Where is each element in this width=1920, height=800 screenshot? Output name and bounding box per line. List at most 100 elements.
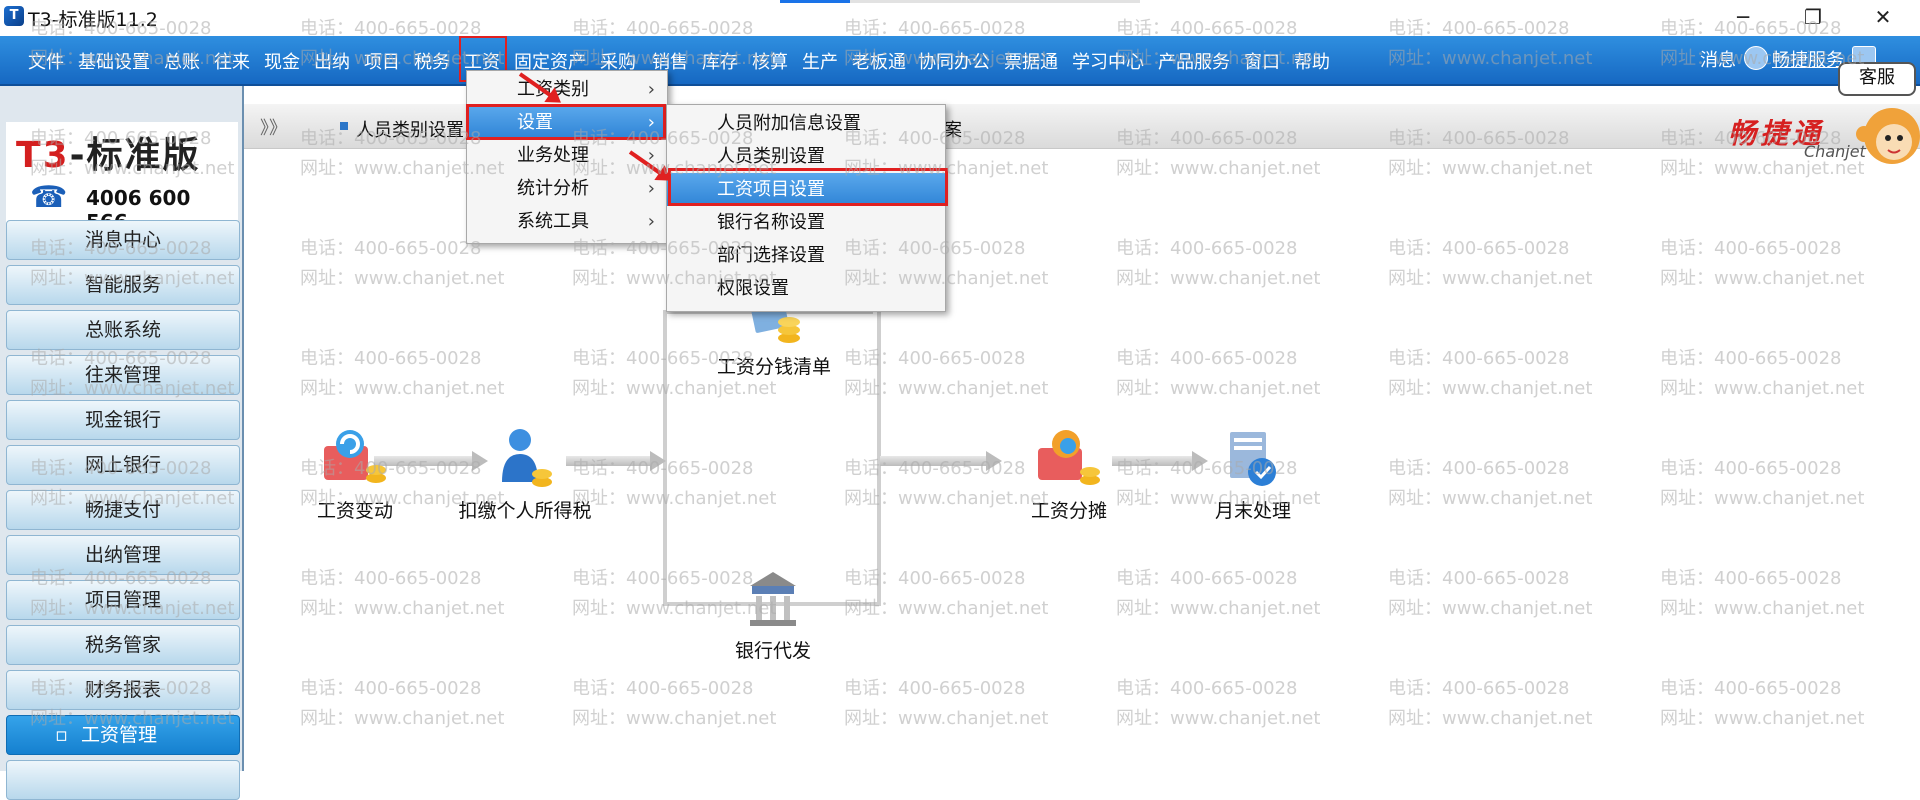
menu-production[interactable]: 生产 [802,52,838,73]
nav-project[interactable]: 项目管理 [6,580,240,620]
menu-item-department-select[interactable]: 部门选择设置 [717,245,825,266]
customer-service-button[interactable]: 客服 [1838,62,1916,96]
menu-sales[interactable]: 销售 [652,52,688,73]
tab-archive[interactable]: 案 [944,120,962,141]
menu-cash[interactable]: 现金 [264,52,300,73]
logo-brand: T3 [16,135,70,176]
menu-item-personnel-category[interactable]: 人员类别设置 [717,146,825,167]
chevron-right-icon: › [647,112,655,133]
brand-logo: 畅捷通 [1728,117,1825,150]
menu-item-salary-item-settings[interactable]: 工资项目设置 [667,173,945,206]
tax-withholding-icon [490,426,560,492]
nav-chanjet-pay[interactable]: 畅捷支付 [6,490,240,530]
nav-salary-label: 工资管理 [81,724,158,746]
menu-help[interactable]: 帮助 [1294,52,1330,73]
flow-label: 扣缴个人所得税 [458,500,592,522]
minimize-button[interactable]: ─ [1736,5,1750,29]
flow-arrow [880,451,1002,471]
nav-online-bank[interactable]: 网上银行 [6,445,240,485]
chevron-right-icon: › [647,178,655,199]
menu-item-statistics[interactable]: 统计分析› [467,172,667,205]
flow-label: 工资分钱清单 [716,356,831,378]
menu-project[interactable]: 项目 [364,52,400,73]
title-accent-gray [850,0,1140,3]
menu-invoice[interactable]: 票据通 [1004,52,1058,73]
nav-smart-service[interactable]: 智能服务 [6,265,240,305]
menu-item-salary-category[interactable]: 工资类别› [467,73,667,106]
menu-item-business[interactable]: 业务处理› [467,139,667,172]
menu-collaboration[interactable]: 协同办公 [918,52,990,73]
menu-fixed-assets[interactable]: 固定资产 [514,52,586,73]
menu-tax[interactable]: 税务 [414,52,450,73]
flow-node-tax-withholding[interactable]: 扣缴个人所得税 [440,426,610,523]
chevron-right-icon: › [647,145,655,166]
menu-item-permissions[interactable]: 权限设置 [717,278,789,299]
flow-arrow [1112,451,1208,471]
menu-receivables[interactable]: 往来 [214,52,250,73]
salary-allocation-icon [1034,426,1104,492]
menu-cashier[interactable]: 出纳 [314,52,350,73]
logo-edition: -标准版 [69,135,201,176]
settings-submenu: 人员附加信息设置 人员类别设置 工资项目设置 银行名称设置 部门选择设置 权限设… [666,104,946,312]
flow-node-bank-payroll[interactable]: 银行代发 [718,566,828,663]
nav-cashier[interactable]: 出纳管理 [6,535,240,575]
service-link[interactable]: 畅捷服务 [1772,50,1844,71]
flow-node-month-end[interactable]: 月末处理 [1198,426,1308,523]
product-logo: T3-标准版 ☎ 4006 600 566 [6,122,238,234]
menu-bar: 文件 基础设置 总账 往来 现金 出纳 项目 税务 工资 固定资产 采购 销售 … [0,36,1920,86]
menu-inventory[interactable]: 库存 [702,52,738,73]
close-button[interactable]: ✕ [1874,5,1892,29]
nav-reports[interactable]: 财务报表 [6,670,240,710]
flow-label: 银行代发 [734,640,811,662]
expand-icon[interactable]: 》》 [260,118,287,139]
menu-file[interactable]: 文件 [28,52,64,73]
bullet-icon [340,122,348,130]
nav-tax[interactable]: 税务管家 [6,625,240,665]
collapse-icon: ▫ [55,724,68,746]
phone-icon: ☎ [30,180,68,215]
bank-icon [738,566,808,632]
menu-purchase[interactable]: 采购 [600,52,636,73]
brand-en: Chanjet [1804,142,1866,161]
menu-boss[interactable]: 老板通 [852,52,906,73]
settings-highlight-box [466,104,666,140]
menu-salary[interactable]: 工资 [464,52,500,73]
app-logo-icon: T [4,6,24,26]
tab-personnel-category[interactable]: 人员类别设置 [356,120,464,141]
nav-receivables[interactable]: 往来管理 [6,355,240,395]
menu-learning[interactable]: 学习中心 [1072,52,1144,73]
nav-message-center[interactable]: 消息中心 [6,220,240,260]
menu-general-ledger[interactable]: 总账 [164,52,200,73]
menu-item-settings[interactable]: 设置› [467,106,667,139]
salary-change-icon [320,426,390,492]
nav-next[interactable] [6,760,240,800]
flow-node-salary-change[interactable]: 工资变动 [300,426,410,523]
restore-button[interactable]: ❐ [1804,5,1822,29]
flow-arrow [566,451,666,471]
nav-salary[interactable]: ▫ 工资管理 [6,715,240,755]
title-bar: T T3-标准版11.2 ─ ❐ ✕ [0,0,1920,34]
flow-label: 月末处理 [1214,500,1291,522]
chevron-right-icon: › [647,211,655,232]
title-accent [780,0,850,3]
nav-general-ledger[interactable]: 总账系统 [6,310,240,350]
menu-item-bank-names[interactable]: 银行名称设置 [717,212,825,233]
message-link[interactable]: 消息 [1700,50,1736,71]
service-icon [1744,46,1768,70]
menu-window[interactable]: 窗口 [1244,52,1280,73]
monkey-mascot-icon[interactable] [1856,96,1920,192]
menu-item-extra-info[interactable]: 人员附加信息设置 [717,113,861,134]
flow-label: 工资变动 [316,500,393,522]
month-end-icon [1218,426,1288,492]
menu-product-service[interactable]: 产品服务 [1158,52,1230,73]
menu-item-system-tools[interactable]: 系统工具› [467,205,667,238]
nav-cash-bank[interactable]: 现金银行 [6,400,240,440]
salary-item-highlight-box [668,168,948,206]
left-panel: T3-标准版 ☎ 4006 600 566 消息中心 智能服务 总账系统 往来管… [0,86,244,800]
chevron-right-icon: › [647,79,655,100]
flow-node-salary-allocation[interactable]: 工资分摊 [1014,426,1124,523]
flow-arrow [374,451,488,471]
flow-label: 工资分摊 [1030,500,1107,522]
menu-accounting[interactable]: 核算 [752,52,788,73]
menu-basic-settings[interactable]: 基础设置 [78,52,150,73]
